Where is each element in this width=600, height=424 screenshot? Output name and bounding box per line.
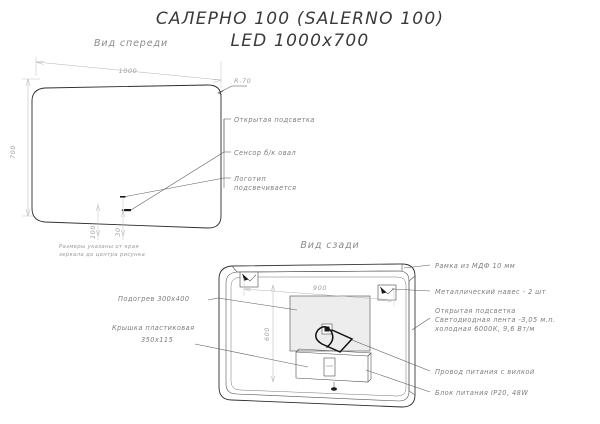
front-callout-sensor: Сенсор б/к овал bbox=[234, 149, 297, 157]
front-dim-height-label: 700 bbox=[9, 145, 17, 159]
rear-callout-mdf-frame: Рамка из МДФ 10 мм bbox=[435, 262, 515, 270]
rear-callout-power-supply: Блок питания IP20, 48W bbox=[435, 389, 528, 397]
front-callout-leaders bbox=[125, 118, 231, 211]
front-dim-logo-x-label: 100 bbox=[89, 225, 97, 239]
mdf-frame-inner-edge bbox=[225, 270, 410, 402]
front-dim-width-label: 1000 bbox=[119, 67, 138, 75]
sensor-mark bbox=[120, 196, 126, 198]
front-view-title: Вид спереди bbox=[94, 38, 168, 49]
frame-right-band bbox=[408, 275, 416, 396]
front-radius-label: R-70 bbox=[234, 77, 251, 85]
hanger-left bbox=[239, 271, 259, 288]
heating-pad bbox=[289, 295, 371, 352]
rear-left-leaders bbox=[194, 297, 309, 368]
rear-callout-led-line3: холодная 6000К, 9,6 Вт/м bbox=[434, 325, 535, 333]
rear-callout-cover-line1: Крышка пластиковая bbox=[112, 324, 195, 332]
front-callout-backlight: Открытая подсветка bbox=[234, 116, 315, 124]
front-callout-logo-line2: подсвечивается bbox=[234, 184, 296, 192]
rear-right-leaders bbox=[351, 264, 431, 393]
logo-mark bbox=[124, 209, 131, 212]
front-dim-width: 1000 bbox=[35, 57, 222, 88]
front-callout-logo-line1: Логотип bbox=[233, 175, 266, 183]
hanger-right bbox=[377, 284, 397, 301]
front-note-line2: зеркала до центра рисунка bbox=[59, 252, 145, 258]
front-note-line1: Размеры указаны от края bbox=[59, 244, 139, 250]
rear-callout-led-line1: Открытая подсветка bbox=[435, 307, 516, 315]
front-dim-logo-x: 100 30 bbox=[89, 198, 126, 240]
rear-dim-height: 600 bbox=[263, 284, 276, 383]
rear-callout-cover-line2: 350х115 bbox=[141, 336, 173, 344]
frame-top-band bbox=[231, 263, 403, 273]
rear-callout-led-line2: Светодиодная лента -3,05 м.п. bbox=[435, 316, 556, 324]
front-dim-sensor-x-label: 30 bbox=[114, 227, 122, 236]
rear-callout-hanger: Металлический навес - 2 шт bbox=[435, 288, 546, 296]
plastic-cover-box bbox=[295, 348, 372, 383]
rear-dim-width: 900 bbox=[243, 278, 395, 306]
rear-callout-heating: Подогрев 300х400 bbox=[118, 295, 190, 303]
rear-dim-width-label: 900 bbox=[313, 284, 327, 292]
rear-dim-height-label: 600 bbox=[263, 327, 271, 341]
front-dim-height: 700 bbox=[9, 78, 40, 217]
mdf-frame-inner-edge2 bbox=[230, 276, 407, 397]
rear-view-title: Вид сзади bbox=[300, 240, 359, 251]
mirror-front-body bbox=[31, 84, 222, 229]
power-cable bbox=[315, 323, 354, 391]
rear-callout-power-cord: Провод питания с вилкой bbox=[435, 368, 535, 376]
drawing-title-line2: LED 1000x700 bbox=[231, 31, 370, 51]
front-radius-callout: R-70 bbox=[217, 77, 251, 96]
drawing-title-line1: САЛЕРНО 100 (SALERNO 100) bbox=[156, 9, 444, 29]
